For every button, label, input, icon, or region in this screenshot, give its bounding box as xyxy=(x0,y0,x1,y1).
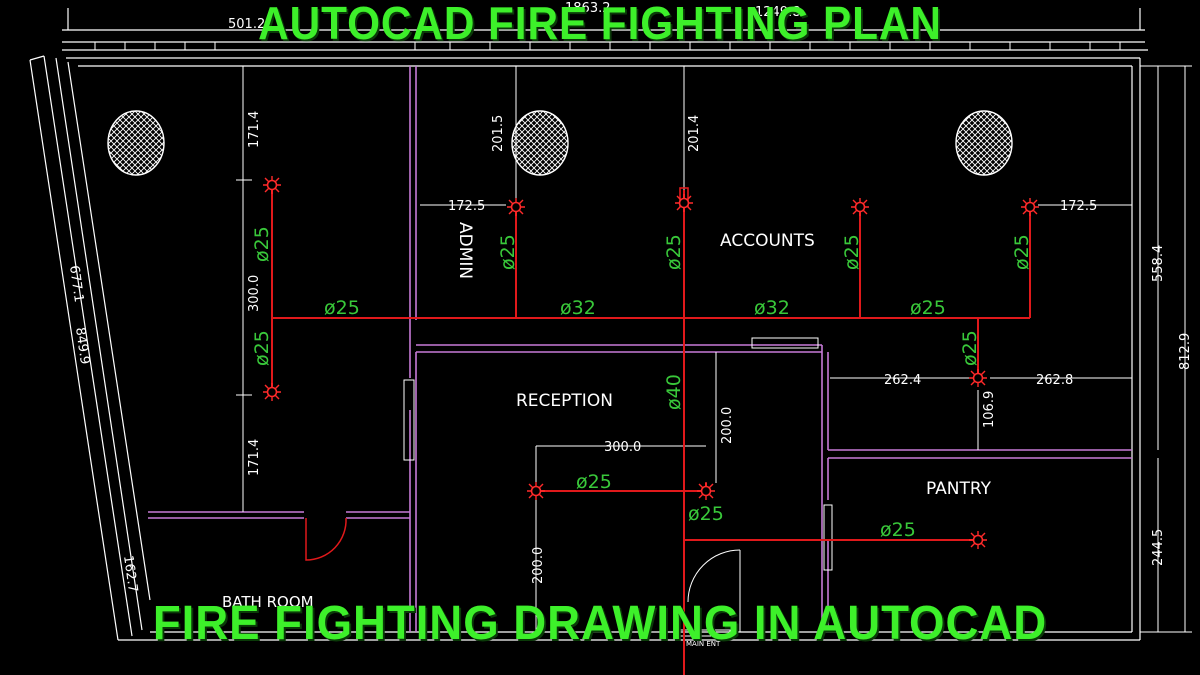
pipe-label-main-far-right: ø25 xyxy=(910,297,946,319)
pipe-label-main-right: ø32 xyxy=(754,297,790,319)
pipe-label-accounts-branch: ø25 xyxy=(663,234,685,270)
dim-top-left: 501.2 xyxy=(228,17,265,32)
dim-admin-offset: 172.5 xyxy=(448,199,485,214)
pipe-label-accounts-right-branch: ø25 xyxy=(841,234,863,270)
dim-pantry-right: 262.8 xyxy=(1036,373,1073,388)
wall-tick-marks xyxy=(94,42,1121,50)
dim-diagonal-outer: 677.1 xyxy=(66,264,86,303)
pipe-label-pantry-riser: ø25 xyxy=(959,330,981,366)
pipe-label-left-upper: ø25 xyxy=(251,226,273,262)
pipe-label-riser: ø40 xyxy=(663,374,685,410)
dim-accounts-drop: 201.4 xyxy=(687,115,702,152)
pipe-label-left-main: ø25 xyxy=(324,297,360,319)
pipe-label-admin-branch: ø25 xyxy=(497,234,519,270)
pipe-label-main-left: ø32 xyxy=(560,297,596,319)
dim-left-branch: 300.0 xyxy=(247,275,262,312)
room-label-bathroom: BATH ROOM xyxy=(222,593,314,611)
door-fixtures xyxy=(403,337,833,637)
pipe-label-reception-tee: ø25 xyxy=(688,503,724,525)
pipe-label-right-branch: ø25 xyxy=(1011,234,1033,270)
pipe-label-reception-main: ø25 xyxy=(576,471,612,493)
dim-top-right: 1249.8 xyxy=(755,5,801,20)
dim-diagonal-inner: 849.9 xyxy=(72,326,92,365)
dim-left-bottom-drop: 171.4 xyxy=(247,439,262,476)
subtitle-banner: FIRE FIGHTING DRAWING IN AUTOCAD xyxy=(152,597,1048,650)
hatched-light-fixture-icon xyxy=(107,110,1013,176)
room-label-accounts: ACCOUNTS xyxy=(720,231,815,251)
partition-walls xyxy=(148,66,1132,632)
pipe-label-left-lower: ø25 xyxy=(251,330,273,366)
dim-left-top-drop: 171.4 xyxy=(247,111,262,148)
dim-right-upper: 558.4 xyxy=(1151,245,1166,282)
dim-reception-drop: 200.0 xyxy=(720,407,735,444)
room-label-entrance: MAIN ENT xyxy=(686,640,721,648)
dim-pantry-left: 262.4 xyxy=(884,373,921,388)
dim-right-offset: 172.5 xyxy=(1060,199,1097,214)
sprinkler-head-icon xyxy=(262,175,1040,550)
dim-pantry-drop: 106.9 xyxy=(982,391,997,428)
dim-diagonal-lower: 162.7 xyxy=(120,554,140,593)
dim-top-overall: 1863.2 xyxy=(565,1,611,16)
door-swing-icon xyxy=(305,517,741,632)
room-label-admin: ADMIN xyxy=(455,222,475,279)
dim-admin-drop: 201.5 xyxy=(491,115,506,152)
dim-right-lower: 244.5 xyxy=(1151,529,1166,566)
pipe-label-pantry-branch: ø25 xyxy=(880,519,916,541)
pipe-network xyxy=(271,185,1031,675)
building-walls xyxy=(29,8,1148,641)
room-label-pantry: PANTRY xyxy=(926,479,992,499)
title-banner: AUTOCAD FIRE FIGHTING PLAN xyxy=(258,0,942,49)
room-label-reception: RECEPTION xyxy=(516,391,613,411)
dim-reception-lower: 200.0 xyxy=(531,547,546,584)
dimension-lines xyxy=(236,65,1192,633)
dim-reception-width: 300.0 xyxy=(604,440,641,455)
dim-right-overall: 812.9 xyxy=(1178,333,1193,370)
